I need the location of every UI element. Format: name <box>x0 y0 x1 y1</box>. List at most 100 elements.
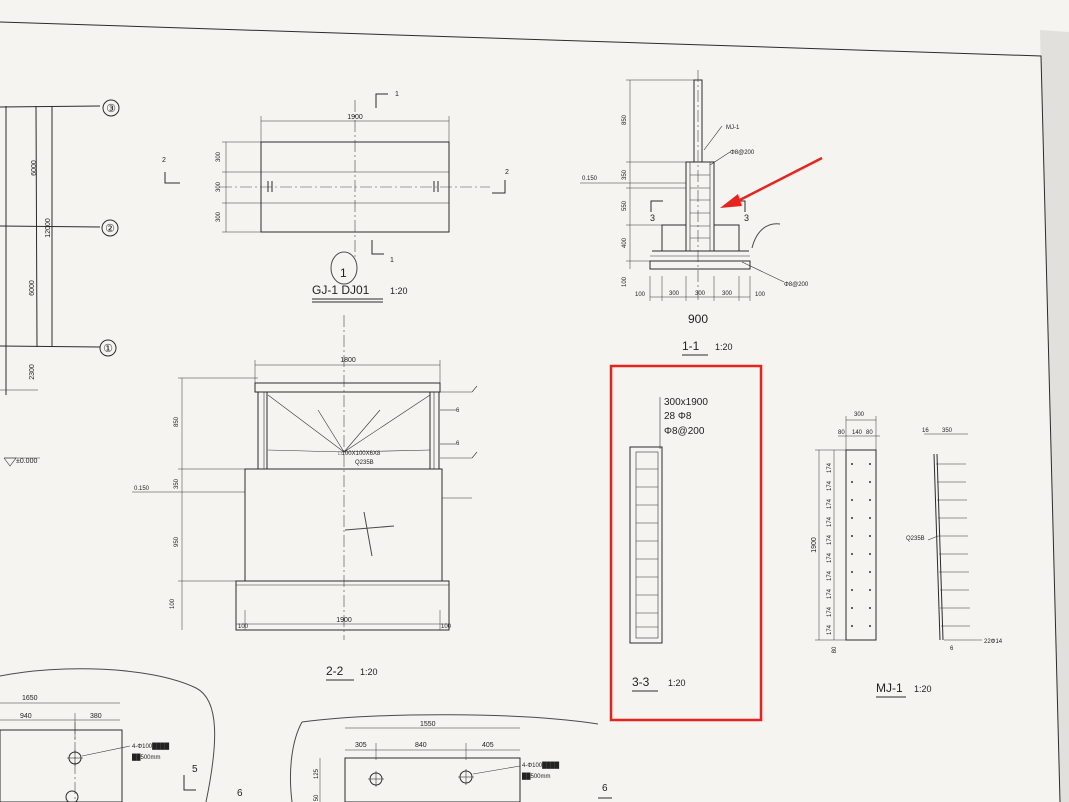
s11-h-5: 100 <box>622 276 628 287</box>
s11-scale: 1:20 <box>715 342 733 352</box>
s22-elev: 0.150 <box>134 486 150 492</box>
grid-circle-3 <box>102 99 120 117</box>
bl-part-2: 380 <box>90 713 102 720</box>
s11-w-4: 300 <box>722 291 733 297</box>
s22-steel-grade: Q235B <box>355 460 374 466</box>
bl-mark: 5 <box>192 764 198 775</box>
bl-total: 1650 <box>22 695 38 702</box>
bm-part-1: 305 <box>355 742 367 749</box>
highlight-arrow <box>729 156 823 207</box>
mj1-right-dim-1: 16 <box>922 428 929 434</box>
handwritten-circle-mark: 1 <box>340 266 347 280</box>
mj1-sub-2: 140 <box>852 430 863 436</box>
s22-h-1: 850 <box>174 416 180 427</box>
drawing-border <box>0 21 1061 802</box>
s11-h-3: 550 <box>622 200 628 211</box>
gj1-plan-view: 1900 300 300 300 1 1 2 2 GJ-1 DJ01 1:20 … <box>162 91 509 303</box>
gj1-scale: 1:20 <box>390 286 408 296</box>
mj1-spacing-6: 174 <box>827 552 833 563</box>
gj1-h-dim-2: 300 <box>216 181 222 192</box>
s22-weld-1: 6 <box>456 408 460 414</box>
bm-part-2: 840 <box>415 742 427 749</box>
plan-dim-4: 2300 <box>29 364 36 380</box>
s22-top-width: 1800 <box>340 357 356 364</box>
handwritten-circle <box>330 251 358 285</box>
mj1-spacing-3: 174 <box>827 498 833 509</box>
detail-bottom-middle: 1550 305 840 405 4-Φ100████ ██500mm 125 … <box>237 714 612 802</box>
s11-w-3: 300 <box>695 291 706 297</box>
gj1-title: GJ-1 DJ01 <box>312 283 370 297</box>
gj1-section2-left: 2 <box>162 157 166 164</box>
grid-circle-1 <box>99 339 117 357</box>
bm-mark-left: 6 <box>237 788 243 799</box>
paper-shadow <box>1040 30 1069 802</box>
s33-scale: 1:20 <box>668 678 686 688</box>
s22-h-4: 100 <box>170 598 176 609</box>
s33-title: 3-3 <box>632 675 650 689</box>
s11-w-1: 100 <box>635 292 646 298</box>
s11-title: 1-1 <box>682 339 700 353</box>
mj1-spacing-2: 174 <box>827 480 833 491</box>
s22-h-3: 950 <box>174 536 180 547</box>
bm-anchor-note-2: ██500mm <box>522 772 551 780</box>
gj1-h-dim-1: 300 <box>216 151 222 162</box>
gj1-section1-top: 1 <box>395 91 399 98</box>
s22-weld-2: 6 <box>456 441 460 447</box>
mj1-spacing-9: 174 <box>827 606 833 617</box>
mj1-height: 1900 <box>811 537 818 553</box>
s22-h-2: 350 <box>174 478 180 489</box>
grid-label-2: ② <box>105 223 115 235</box>
mj1-bar-spec: 22Φ14 <box>984 639 1003 645</box>
gj1-section2-right: 2 <box>505 169 509 176</box>
s11-h-1: 850 <box>622 114 628 125</box>
s11-rebar-top: Φ8@200 <box>730 150 755 156</box>
s11-w-2: 300 <box>669 291 680 297</box>
s22-side-2: 100 <box>441 624 452 630</box>
grid-label-3: ③ <box>106 103 116 115</box>
bm-part-3: 405 <box>482 742 494 749</box>
mj1-scale: 1:20 <box>914 684 932 694</box>
gj1-h-dim-3: 300 <box>216 211 222 222</box>
grid-circle-2 <box>101 219 119 237</box>
s22-title: 2-2 <box>326 664 344 678</box>
s11-w-5: 100 <box>755 292 766 298</box>
s22-bottom-width: 1900 <box>336 617 352 624</box>
mj1-spacing-7: 174 <box>827 570 833 581</box>
bm-anchor-note-1: 4-Φ100████ <box>522 761 560 769</box>
mj1-grade: Q235B <box>906 536 925 542</box>
s11-rebar-bottom: Φ8@200 <box>784 282 809 288</box>
mj1-weld: 6 <box>950 646 954 652</box>
s33-spec-2: 28 Φ8 <box>664 411 692 422</box>
plan-dim-1: 6000 <box>31 160 38 176</box>
handwritten-curve <box>751 223 781 249</box>
s33-spec-3: Φ8@200 <box>664 426 705 437</box>
bm-mark-right: 6 <box>602 783 608 794</box>
mj1-spacing-4: 174 <box>827 516 833 527</box>
mj1-right-dim-2: 350 <box>942 428 953 434</box>
mj1-sub-1: 80 <box>838 430 845 436</box>
mj1-spacing-10: 174 <box>827 624 833 635</box>
s11-h-4: 400 <box>622 237 628 248</box>
s11-h-2: 350 <box>622 169 628 180</box>
section-1-1: MJ-1 Φ8@200 Φ8@200 850 350 550 400 100 0… <box>580 70 823 356</box>
bl-anchor-note-1: 4-Φ100████ <box>132 742 170 750</box>
gj1-section1-bottom: 1 <box>390 257 394 264</box>
s11-section3-left: 3 <box>650 213 655 223</box>
plan-dim-2: 12000 <box>45 218 52 238</box>
s11-section3-right: 3 <box>744 213 749 223</box>
grid-label-1: ① <box>103 343 113 355</box>
s11-handwritten-total: 900 <box>688 312 708 326</box>
s11-elev: 0.150 <box>582 176 598 182</box>
bl-anchor-note-2: ██500mm <box>132 753 161 761</box>
mj1-title: MJ-1 <box>876 681 903 695</box>
mj1-anchor-dots <box>851 463 871 627</box>
mj1-spacing-5: 174 <box>827 534 833 545</box>
plan-elevation: ±0.000 <box>16 458 37 465</box>
section-3-3: 300x1900 28 Φ8 Φ8@200 3-3 1:20 <box>609 364 763 722</box>
highlight-box <box>609 364 763 722</box>
bm-left-dim-1: 125 <box>314 768 320 779</box>
mj1-sub-3: 80 <box>866 430 873 436</box>
handwritten-cross <box>344 511 395 557</box>
